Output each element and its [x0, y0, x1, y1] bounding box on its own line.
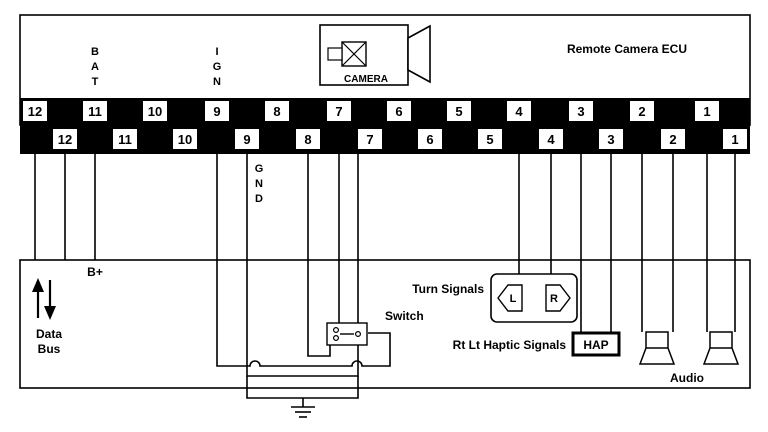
- pin-top-6: [387, 101, 411, 121]
- pin-bottom-7: [358, 129, 382, 149]
- pin-top-9-label: 9: [213, 104, 220, 119]
- switch-label: Switch: [385, 309, 424, 323]
- pin-bottom-3-label: 3: [607, 132, 614, 147]
- pin-top-1: [695, 101, 719, 121]
- pin-bottom-8: [296, 129, 320, 149]
- speaker-left-icon: [638, 331, 676, 365]
- wire-ign: [216, 154, 391, 367]
- switch-icon: [326, 322, 368, 346]
- pin-bottom-7-label: 7: [366, 132, 373, 147]
- ign-letter-1: I: [215, 46, 218, 58]
- camera-label: CAMERA: [344, 74, 388, 85]
- pin-top-12: [23, 101, 47, 121]
- pin-top-4: [507, 101, 531, 121]
- pin-top-5-label: 5: [455, 104, 462, 119]
- pin-bottom-5-label: 5: [486, 132, 493, 147]
- pin-top-10: [143, 101, 167, 121]
- pin-top-10-label: 10: [148, 104, 162, 119]
- pin-top-3: [569, 101, 593, 121]
- pin-bottom-5: [478, 129, 502, 149]
- turn-left-label: L: [510, 293, 517, 305]
- pin-top-2: [630, 101, 654, 121]
- bat-letter-1: B: [91, 46, 99, 58]
- pin-top-8-label: 8: [273, 104, 280, 119]
- pin-top-3-label: 3: [577, 104, 584, 119]
- data-label: Data: [36, 327, 62, 341]
- audio-label: Audio: [670, 371, 704, 385]
- connector-bar: [20, 98, 750, 154]
- data-bus-arrows-icon: [32, 278, 56, 320]
- pin-bottom-11: [113, 129, 137, 149]
- ign-letter-2: G: [213, 61, 222, 73]
- pin-bottom-6: [418, 129, 442, 149]
- hap-label: HAP: [583, 338, 608, 352]
- pin-top-9: [205, 101, 229, 121]
- connector-bottom-row: 12 11 10 9 8 7 6 5 4 3 2 1: [53, 129, 747, 149]
- pin-bottom-10-label: 10: [178, 132, 192, 147]
- pin-bottom-9-label: 9: [243, 132, 250, 147]
- ground-icon: [291, 406, 315, 418]
- gnd-letter-1: G: [255, 163, 264, 175]
- pin-top-7: [327, 101, 351, 121]
- haptic-signals-label: Rt Lt Haptic Signals: [453, 338, 567, 352]
- gnd-letter-2: N: [255, 178, 263, 190]
- pin-bottom-12: [53, 129, 77, 149]
- pin-bottom-12-label: 12: [58, 132, 72, 147]
- speaker-right-icon: [702, 331, 740, 365]
- wire-gnd: [246, 154, 359, 377]
- pin-top-7-label: 7: [335, 104, 342, 119]
- pin-top-8: [265, 101, 289, 121]
- pin-bottom-2: [661, 129, 685, 149]
- pin-top-2-label: 2: [638, 104, 645, 119]
- vehicle-box: [19, 259, 751, 389]
- bus-label: Bus: [38, 342, 61, 356]
- pin-bottom-1: [723, 129, 747, 149]
- turn-right-label: R: [550, 293, 558, 305]
- pin-bottom-4: [539, 129, 563, 149]
- pin-top-1-label: 1: [703, 104, 710, 119]
- pin-bottom-9: [235, 129, 259, 149]
- ecu-title: Remote Camera ECU: [567, 42, 687, 56]
- connector-top-row: 12 11 10 9 8 7 6 5 4 3 2 1: [23, 101, 719, 121]
- turn-right-arrow-icon: [545, 284, 571, 312]
- b-plus-label: B+: [87, 265, 103, 279]
- pin-bottom-4-label: 4: [547, 132, 555, 147]
- pin-bottom-10: [173, 129, 197, 149]
- bat-letter-3: T: [92, 76, 99, 88]
- pin-bottom-11-label: 11: [118, 132, 132, 147]
- bat-letter-2: A: [91, 61, 99, 73]
- turn-left-arrow-icon: [497, 284, 523, 312]
- wire-pin-8: [307, 154, 331, 357]
- ign-letter-3: N: [213, 76, 221, 88]
- pin-top-11-label: 11: [88, 104, 102, 119]
- hap-box: [571, 331, 621, 357]
- gnd-letter-3: D: [255, 193, 263, 205]
- pin-top-5: [447, 101, 471, 121]
- pin-bottom-6-label: 6: [426, 132, 433, 147]
- pin-bottom-3: [599, 129, 623, 149]
- turn-signals-label: Turn Signals: [412, 282, 484, 296]
- pin-top-12-label: 12: [28, 104, 42, 119]
- pin-bottom-8-label: 8: [304, 132, 311, 147]
- camera-icon: [319, 24, 431, 86]
- pin-top-4-label: 4: [515, 104, 523, 119]
- pin-bottom-2-label: 2: [669, 132, 676, 147]
- pin-bottom-1-label: 1: [731, 132, 738, 147]
- pin-top-11: [83, 101, 107, 121]
- pin-top-6-label: 6: [395, 104, 402, 119]
